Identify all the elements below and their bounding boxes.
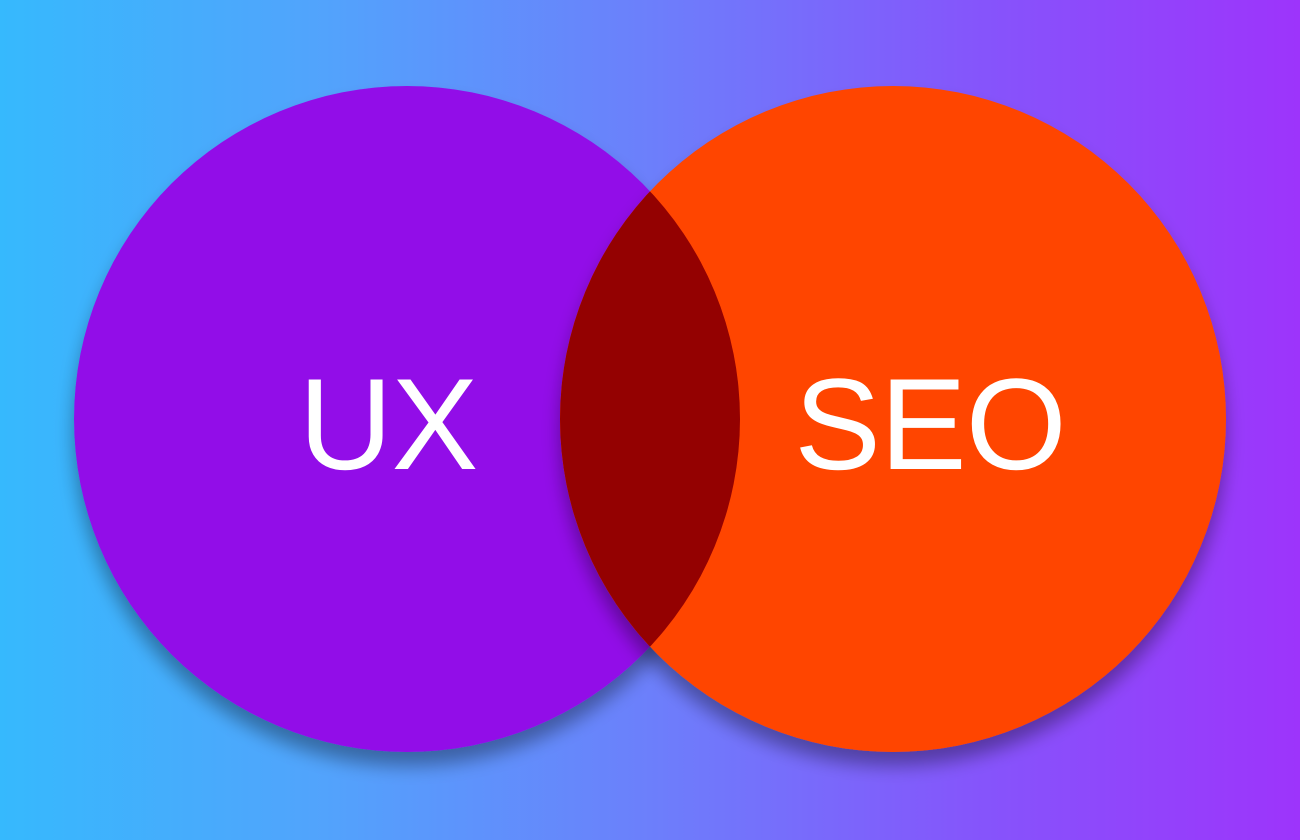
ux-label: UX bbox=[298, 351, 479, 497]
seo-circle bbox=[560, 86, 1226, 752]
ux-circle bbox=[74, 86, 740, 752]
seo-label: SEO bbox=[794, 351, 1067, 497]
